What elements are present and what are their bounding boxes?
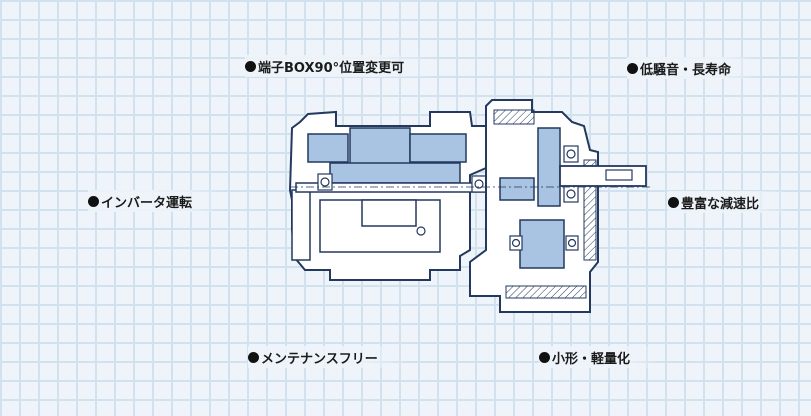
winding-right <box>409 133 467 163</box>
terminal-box-inner <box>361 199 417 227</box>
gearbox-bearing-3 <box>509 235 523 251</box>
gear-intermediate <box>519 219 565 269</box>
terminal-screw <box>416 226 426 236</box>
gearbox-bearing-4 <box>565 235 579 251</box>
feature-label: 小形・軽量化 <box>552 351 631 367</box>
feature-label: 端子BOX90°位置変更可 <box>258 60 405 76</box>
gear-large <box>537 127 561 207</box>
bullet-icon <box>248 351 259 363</box>
bullet-icon <box>668 196 679 208</box>
motor-bearing-left <box>317 173 333 191</box>
feature-compact: 小形・軽量化 <box>539 346 661 368</box>
bullet-icon <box>88 195 99 207</box>
feature-ratios: 豊富な減速比 <box>668 191 790 213</box>
feature-inverter: インバータ運転 <box>88 190 223 212</box>
gearbox-wall-bottom <box>505 285 587 299</box>
gearbox-wall-top <box>493 109 535 125</box>
feature-label: メンテナンスフリー <box>261 351 378 367</box>
feature-label: 低騒音・長寿命 <box>640 62 732 78</box>
bullet-icon <box>245 60 256 72</box>
feature-label: インバータ運転 <box>101 195 193 211</box>
pinion <box>499 177 535 201</box>
gearbox-bearing-2 <box>563 185 579 203</box>
rotor-core <box>329 162 461 184</box>
output-shaft <box>559 165 647 187</box>
bullet-icon <box>627 62 638 74</box>
feature-maintenance: メンテナンスフリー <box>248 346 408 368</box>
gearbox-housing <box>469 99 599 313</box>
feature-label: 豊富な減速比 <box>681 196 760 212</box>
bullet-icon <box>539 351 550 363</box>
gearbox-bearing-1 <box>563 145 579 163</box>
fan-cover <box>291 189 311 261</box>
feature-low-noise: 低騒音・長寿命 <box>627 57 762 79</box>
motor-bearing-right <box>471 175 487 193</box>
feature-terminal-box: 端子BOX90°位置変更可 <box>245 55 435 77</box>
output-shaft-key <box>605 169 633 181</box>
winding-left <box>307 133 349 163</box>
